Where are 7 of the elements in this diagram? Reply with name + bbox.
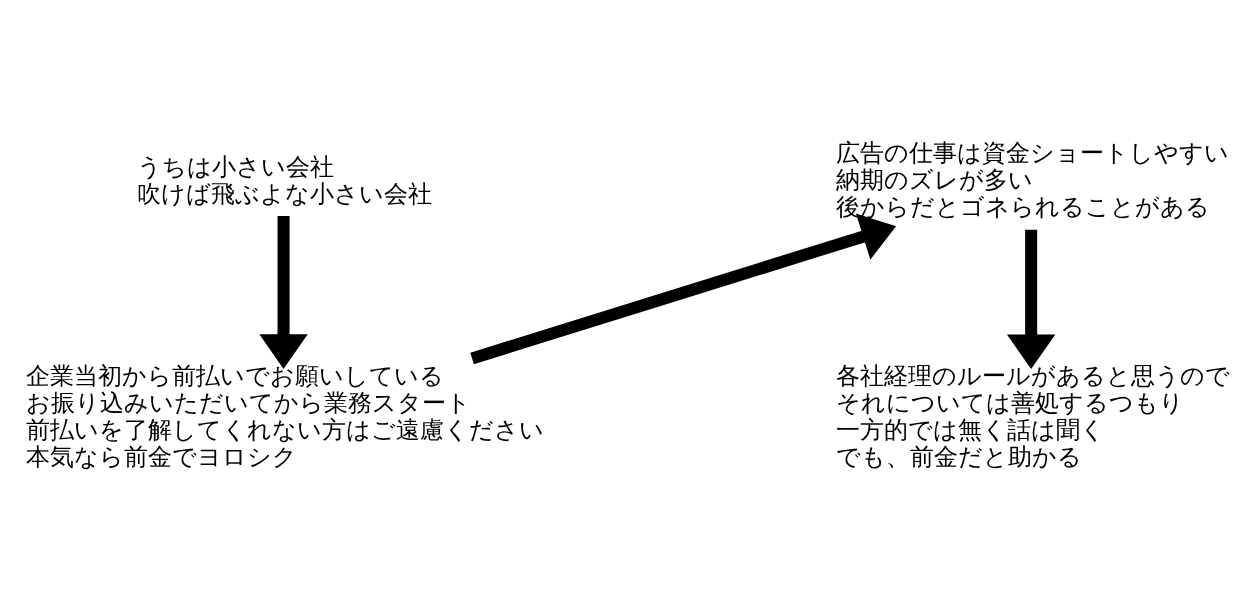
- node-text: うちは小さい会社 吹けば飛ぶよな小さい会社: [136, 152, 432, 208]
- arrow: [1006, 229, 1056, 370]
- node-text: 各社経理のルールがあると思うので それについては善処するつもり 一方的では無く話は聞く でも、前金だと助かる: [835, 361, 1230, 472]
- node-text: 企業当初から前払いでお願いしている お振り込みいただいてから業務スタート 前払いを了解してくれない方はご遠慮ください 本気なら前金でヨロシク: [26, 361, 545, 472]
- node-text: 広告の仕事は資金ショートしやすい 納期のズレが多い 後からだとゴネられることがある: [836, 139, 1230, 222]
- arrow: [470, 213, 897, 365]
- arrow: [259, 216, 308, 369]
